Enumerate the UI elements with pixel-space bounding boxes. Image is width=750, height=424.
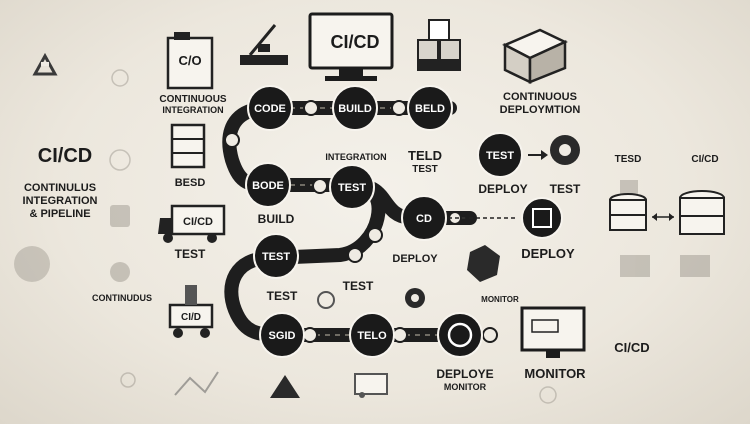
node-build: BUILD <box>332 85 378 131</box>
label-besd: BESD <box>175 177 206 189</box>
node-test-row1: TEST <box>477 132 523 178</box>
label-monitor-big: MONITOR <box>524 366 586 381</box>
gear-icon <box>109 149 131 171</box>
chart-icon <box>174 371 219 396</box>
box-icon <box>502 28 568 84</box>
svg-text:CD: CD <box>416 213 432 225</box>
monitor-icon: CI/CD <box>308 12 394 81</box>
label-build: BUILD <box>258 212 295 226</box>
left-subtitle-2: INTEGRATION <box>23 195 98 207</box>
label-deploy-b: DEPLOY <box>392 253 438 265</box>
svg-text:TEST: TEST <box>262 251 290 263</box>
truck-icon: CI/CD <box>158 204 226 243</box>
svg-text:SGID: SGID <box>269 330 296 342</box>
cd-label-2: DEPLOYMTION <box>500 104 581 116</box>
database-icon-right-1 <box>609 193 647 231</box>
node-deploy-server <box>521 197 563 239</box>
label-deploye: DEPLOYE <box>436 367 493 381</box>
label-monitor-under: MONITOR <box>444 382 487 392</box>
left-bottom-label: CONTINUDUS <box>92 293 152 303</box>
bucket-icon <box>110 205 130 227</box>
label-test-lower: TEST <box>267 289 298 303</box>
node-cd: CD <box>401 195 447 241</box>
node-deploy-gauge <box>437 312 483 358</box>
svg-text:BUILD: BUILD <box>338 103 372 115</box>
node-telo: TELO <box>349 312 395 358</box>
label-test-small: TEST <box>412 164 438 175</box>
gear-icon <box>120 372 136 388</box>
label-right-faded2: CI/CD <box>691 154 718 165</box>
document-icon: C/O <box>166 32 214 90</box>
faded-icons <box>14 69 710 404</box>
cubes-icon <box>417 19 461 71</box>
label-right-cicd: CI/CD <box>614 340 649 355</box>
test-arrow-icon <box>528 135 580 165</box>
server-icon <box>532 208 552 228</box>
label-monitor-small: MONITOR <box>481 295 519 304</box>
svg-text:TEST: TEST <box>486 150 514 162</box>
label-test-left: TEST <box>175 247 206 261</box>
svg-text:TEST: TEST <box>338 182 366 194</box>
arrow-icon <box>652 213 674 221</box>
gauge-icon <box>14 246 50 282</box>
server-icon <box>620 255 650 277</box>
document-text: C/O <box>178 53 201 68</box>
label-teld: TELD <box>408 148 442 163</box>
ci-label-1: CONTINUOUS <box>159 94 227 105</box>
svg-text:TELO: TELO <box>357 330 387 342</box>
left-subtitle-1: CONTINULUS <box>24 182 96 194</box>
svg-text:BODE: BODE <box>252 180 284 192</box>
gauge-icon <box>447 322 473 348</box>
gear-icon <box>405 288 425 308</box>
label-test-a: TEST <box>550 182 581 196</box>
gear-icon <box>539 386 557 404</box>
node-test-row3: TEST <box>253 233 299 279</box>
monitor-text: CI/CD <box>331 32 380 52</box>
node-code: CODE <box>247 85 293 131</box>
track-waypoints <box>224 100 498 343</box>
node-sgid: SGID <box>259 312 305 358</box>
label-integration: INTEGRATION <box>325 152 386 162</box>
node-bode: BODE <box>245 162 291 208</box>
gear-icon-small <box>317 291 335 309</box>
database-icon <box>170 123 206 169</box>
node-test-mid: TEST <box>329 164 375 210</box>
ci-label-2: INTEGRATION <box>162 105 223 115</box>
server-icon-bottom <box>354 373 388 398</box>
database-icon-right-2 <box>679 190 725 235</box>
left-subtitle-3: & PIPELINE <box>29 208 90 220</box>
svg-text:BELD: BELD <box>415 103 445 115</box>
cart-icon: CI/D <box>168 285 214 338</box>
laptop-icon <box>240 24 288 65</box>
left-title: CI/CD <box>38 145 92 167</box>
gauge-icon <box>110 262 130 282</box>
svg-text:CODE: CODE <box>254 103 286 115</box>
hexagon-icon <box>467 245 500 282</box>
recycle-icon <box>32 52 58 76</box>
cd-label-1: CONTINUOUS <box>503 91 577 103</box>
truck-text: CI/CD <box>183 216 213 228</box>
monitor-icon-large <box>520 306 586 358</box>
label-deploy-a: DEPLOY <box>478 182 527 196</box>
triangle-icon <box>270 375 300 398</box>
cart-text: CI/D <box>181 312 201 323</box>
label-right-faded1: TESD <box>615 154 642 165</box>
node-beld: BELD <box>407 85 453 131</box>
label-deploy-c: DEPLOY <box>521 246 575 261</box>
label-test-lower2: TEST <box>343 279 374 293</box>
gear-icon <box>111 69 129 87</box>
server-icon <box>680 255 710 277</box>
